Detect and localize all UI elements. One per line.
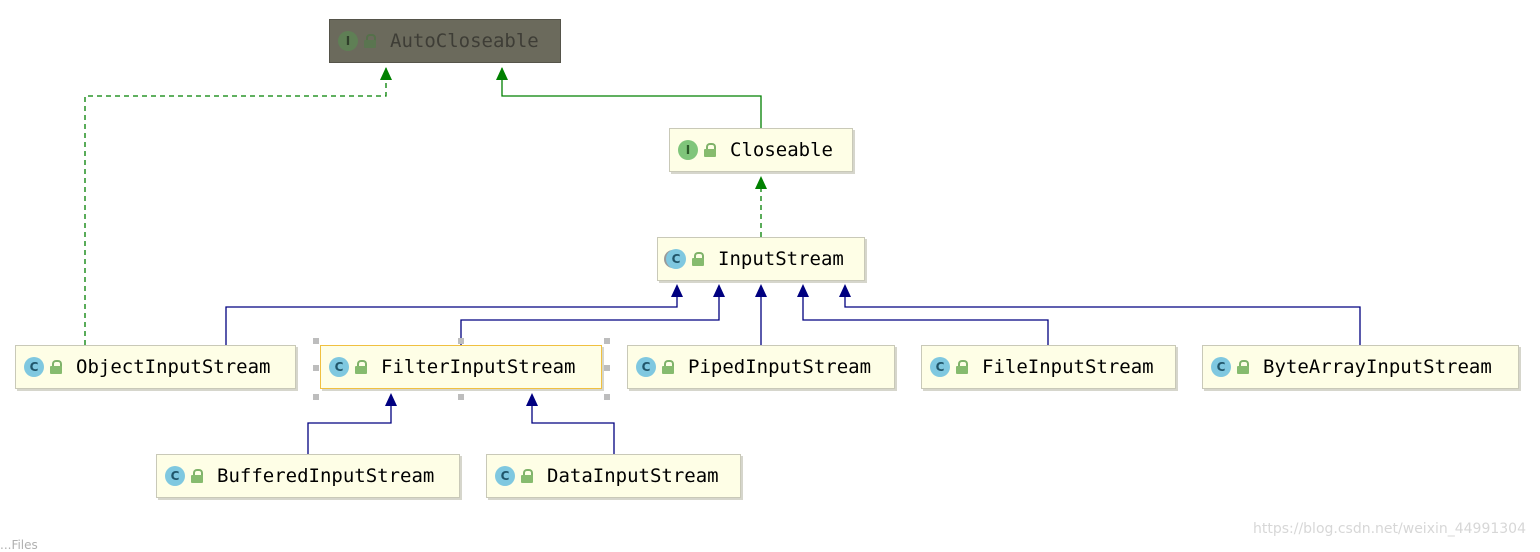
edge-bytearrayinputstream-inputstream [844, 286, 1361, 345]
edge-filterinputstream-inputstream [460, 286, 720, 345]
node-label: AutoCloseable [390, 30, 539, 52]
selection-handle-top-left[interactable] [313, 338, 319, 344]
selection-handle-top-right[interactable] [604, 338, 610, 344]
edge-fileinputstream-inputstream [802, 286, 1049, 345]
selection-handle-top-middle[interactable] [458, 338, 464, 344]
selection-handle-bottom-left[interactable] [313, 394, 319, 400]
public-lock-icon [355, 360, 367, 374]
public-lock-icon [191, 469, 203, 483]
class-icon: C [24, 357, 44, 377]
arrowhead-closeable [755, 176, 767, 189]
class-icon: C [1211, 357, 1231, 377]
arrowhead-filterinputstream-1 [385, 393, 397, 406]
edge-datainputstream-filterinputstream [531, 395, 615, 454]
interface-icon: I [338, 31, 358, 51]
node-closeable[interactable]: I Closeable [669, 128, 853, 172]
arrowhead-inputstream-5 [839, 284, 851, 297]
node-label: FileInputStream [982, 356, 1154, 378]
node-bufferedinputstream[interactable]: C BufferedInputStream [156, 454, 460, 498]
node-autocloseable[interactable]: I AutoCloseable [329, 19, 561, 63]
node-filterinputstream[interactable]: C FilterInputStream [320, 345, 602, 389]
node-label: DataInputStream [547, 465, 719, 487]
public-lock-icon [364, 34, 376, 48]
arrowhead-inputstream-3 [755, 284, 767, 297]
edge-bufferedinputstream-filterinputstream [307, 395, 392, 454]
selection-handle-middle-right[interactable] [604, 365, 610, 371]
class-icon: C [329, 357, 349, 377]
class-icon: C [495, 466, 515, 486]
public-lock-icon [50, 360, 62, 374]
class-icon: C [165, 466, 185, 486]
public-lock-icon [692, 252, 704, 266]
public-lock-icon [704, 143, 716, 157]
node-objectinputstream[interactable]: C ObjectInputStream [15, 345, 296, 389]
node-label: ByteArrayInputStream [1263, 356, 1492, 378]
arrowhead-autocloseable-left [380, 67, 392, 80]
public-lock-icon [956, 360, 968, 374]
selection-handle-bottom-middle[interactable] [458, 394, 464, 400]
arrowhead-inputstream-4 [797, 284, 809, 297]
node-datainputstream[interactable]: C DataInputStream [486, 454, 741, 498]
public-lock-icon [521, 469, 533, 483]
abstract-class-icon: C [666, 249, 686, 269]
arrowhead-filterinputstream-2 [526, 393, 538, 406]
node-pipedinputstream[interactable]: C PipedInputStream [627, 345, 895, 389]
edge-objectinputstream-inputstream [225, 286, 678, 345]
selection-handle-bottom-right[interactable] [604, 394, 610, 400]
class-icon: C [930, 357, 950, 377]
node-label: ObjectInputStream [76, 356, 271, 378]
node-label: InputStream [718, 248, 844, 270]
selection-handle-middle-left[interactable] [313, 365, 319, 371]
arrowhead-autocloseable-right [496, 67, 508, 80]
node-inputstream[interactable]: C InputStream [657, 237, 865, 281]
interface-icon: I [678, 140, 698, 160]
node-label: BufferedInputStream [217, 465, 435, 487]
node-label: Closeable [730, 139, 833, 161]
node-fileinputstream[interactable]: C FileInputStream [921, 345, 1176, 389]
edge-objectinputstream-autocloseable [84, 68, 387, 345]
class-icon: C [636, 357, 656, 377]
node-label: FilterInputStream [381, 356, 576, 378]
corner-text: ...Files [0, 538, 38, 552]
arrowhead-inputstream-1 [671, 284, 683, 297]
node-label: PipedInputStream [688, 356, 872, 378]
public-lock-icon [1237, 360, 1249, 374]
node-bytearrayinputstream[interactable]: C ByteArrayInputStream [1202, 345, 1519, 389]
edge-closeable-autocloseable [501, 68, 762, 128]
public-lock-icon [662, 360, 674, 374]
watermark: https://blog.csdn.net/weixin_44991304 [1252, 521, 1526, 537]
arrowhead-inputstream-2 [713, 284, 725, 297]
